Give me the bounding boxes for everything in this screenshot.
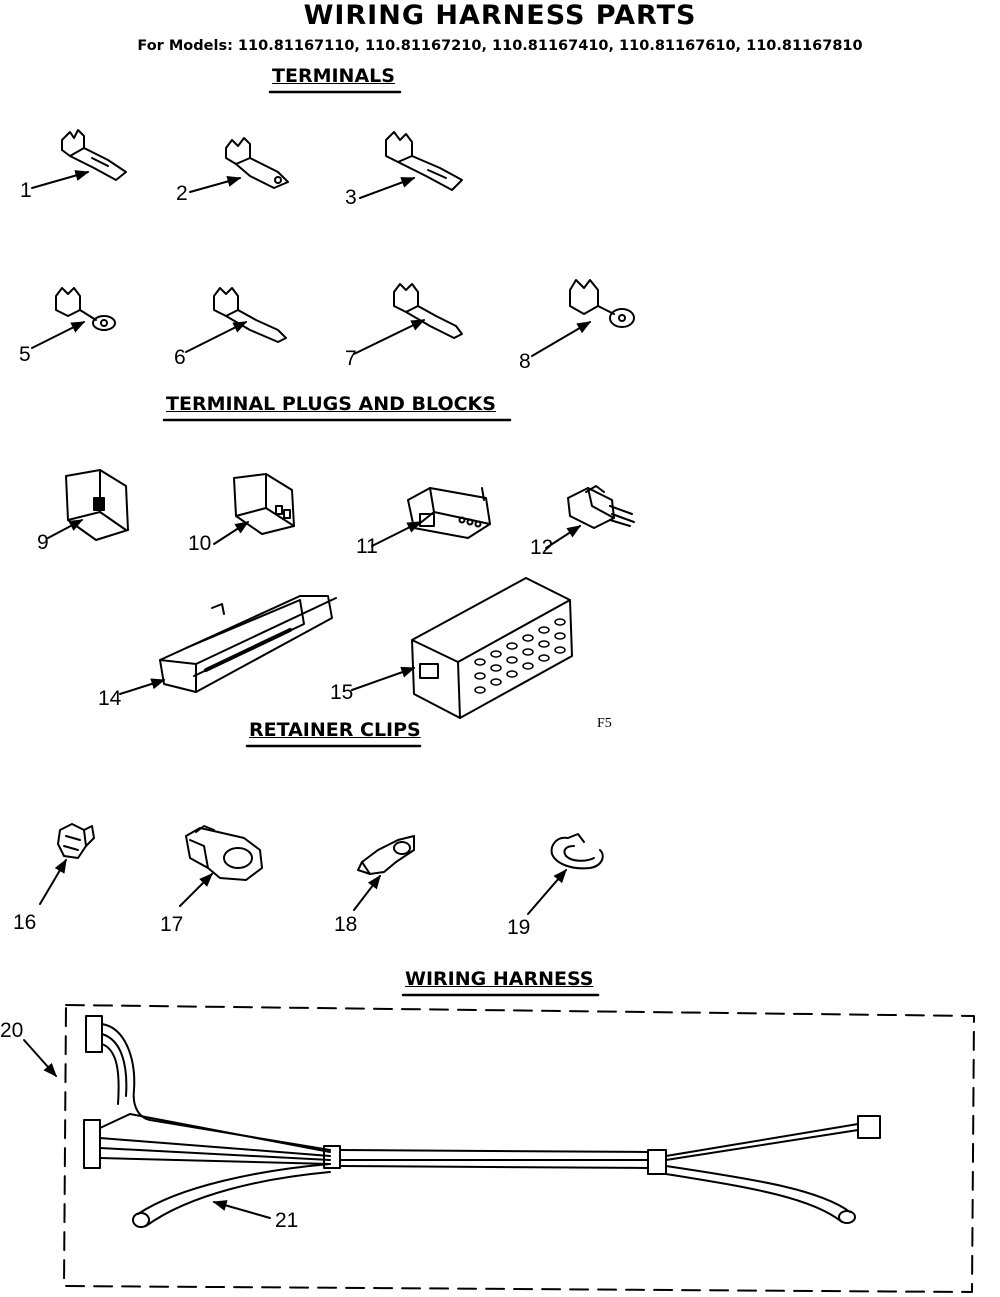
retainer-clip-16 <box>39 823 95 905</box>
section-plugs-blocks: TERMINAL PLUGS AND BLOCKS <box>166 393 496 415</box>
terminal-8 <box>531 279 635 357</box>
terminal-3 <box>359 131 463 199</box>
models-line: For Models: 110.81167110, 110.81167210, … <box>137 38 863 54</box>
wiring-harness <box>23 1015 881 1228</box>
callout-7: 7 <box>345 347 357 370</box>
plug-12 <box>545 485 635 549</box>
page-title: WIRING HARNESS PARTS <box>303 0 697 31</box>
section-retainer-clips: RETAINER CLIPS <box>249 719 421 741</box>
callout-5: 5 <box>19 343 31 366</box>
callout-9: 9 <box>37 531 49 554</box>
callout-8: 8 <box>519 350 531 373</box>
callout-12: 12 <box>530 536 554 559</box>
figure-mark: F5 <box>597 716 612 731</box>
terminal-2 <box>189 137 289 193</box>
callout-6: 6 <box>174 346 186 369</box>
callout-16: 16 <box>13 911 37 934</box>
callout-15: 15 <box>330 681 354 704</box>
callout-1: 1 <box>20 179 32 202</box>
callout-3: 3 <box>345 186 357 209</box>
terminal-5 <box>31 287 116 349</box>
callout-20: 20 <box>0 1019 24 1042</box>
terminal-1 <box>31 129 127 189</box>
section-wiring-harness: WIRING HARNESS <box>405 968 594 990</box>
plug-9 <box>47 469 129 541</box>
wiring-harness-frame <box>63 1004 975 1293</box>
block-15 <box>351 577 573 719</box>
callout-10: 10 <box>188 532 212 555</box>
callout-19: 19 <box>507 916 531 939</box>
callout-21: 21 <box>275 1209 299 1232</box>
retainer-clip-17 <box>179 825 263 907</box>
section-terminals: TERMINALS <box>272 65 395 87</box>
terminal-6 <box>185 287 287 353</box>
callout-17: 17 <box>160 913 184 936</box>
retainer-clip-18 <box>353 835 415 911</box>
retainer-clip-19 <box>527 833 604 915</box>
callout-18: 18 <box>334 913 358 936</box>
block-14 <box>119 595 337 695</box>
plug-10 <box>213 473 295 545</box>
callout-11: 11 <box>356 535 378 558</box>
callout-14: 14 <box>98 687 122 710</box>
block-11 <box>371 487 491 547</box>
callout-2: 2 <box>176 182 188 205</box>
terminal-7 <box>353 283 463 355</box>
